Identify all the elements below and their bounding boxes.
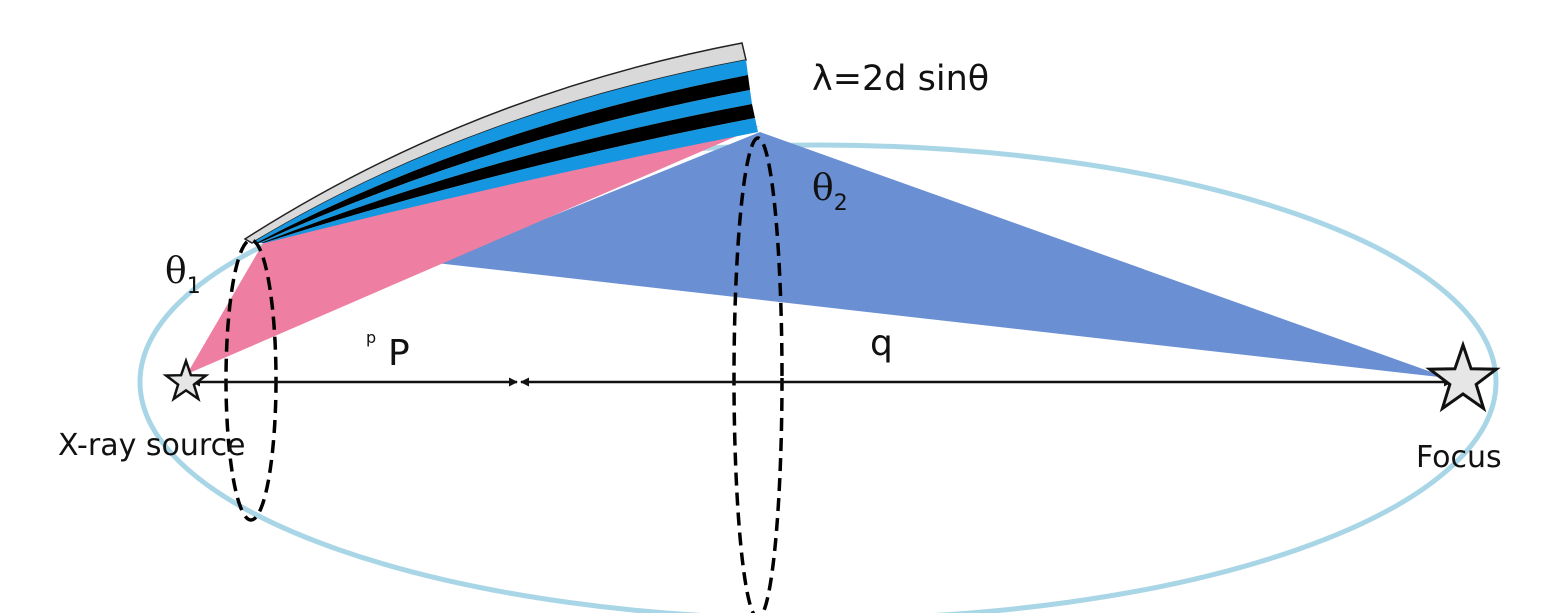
theta2-subscript: 2: [834, 191, 848, 216]
multilayer-black-2: [261, 104, 755, 243]
multilayer-mirror: [243, 42, 758, 244]
incident-beam: [187, 126, 760, 374]
focus-label: Focus: [1416, 440, 1502, 475]
multilayer-blue-1: [252, 60, 748, 243]
ellipse-outline: [137, 142, 1499, 613]
theta2-label: θ2: [812, 168, 848, 216]
theta1-symbol: θ: [165, 251, 187, 292]
reflected-beam: [436, 132, 1448, 378]
focus-star-icon: [1425, 340, 1501, 413]
source-star-icon: [162, 357, 210, 402]
p-superscript-label: p: [366, 328, 376, 347]
multilayer-blue-3: [263, 118, 758, 243]
multilayer-blue-2: [259, 90, 752, 243]
theta1-subscript: 1: [187, 274, 201, 299]
x-ray-source-label: X-ray source: [58, 428, 246, 463]
multilayer-black-1: [256, 75, 750, 243]
theta2-symbol: θ: [812, 168, 834, 209]
bragg-equation-label: λ=2d sinθ: [812, 59, 989, 99]
distance-q-label: q: [870, 323, 893, 364]
distance-p-label: P: [388, 333, 410, 374]
theta1-label: θ1: [165, 251, 201, 299]
